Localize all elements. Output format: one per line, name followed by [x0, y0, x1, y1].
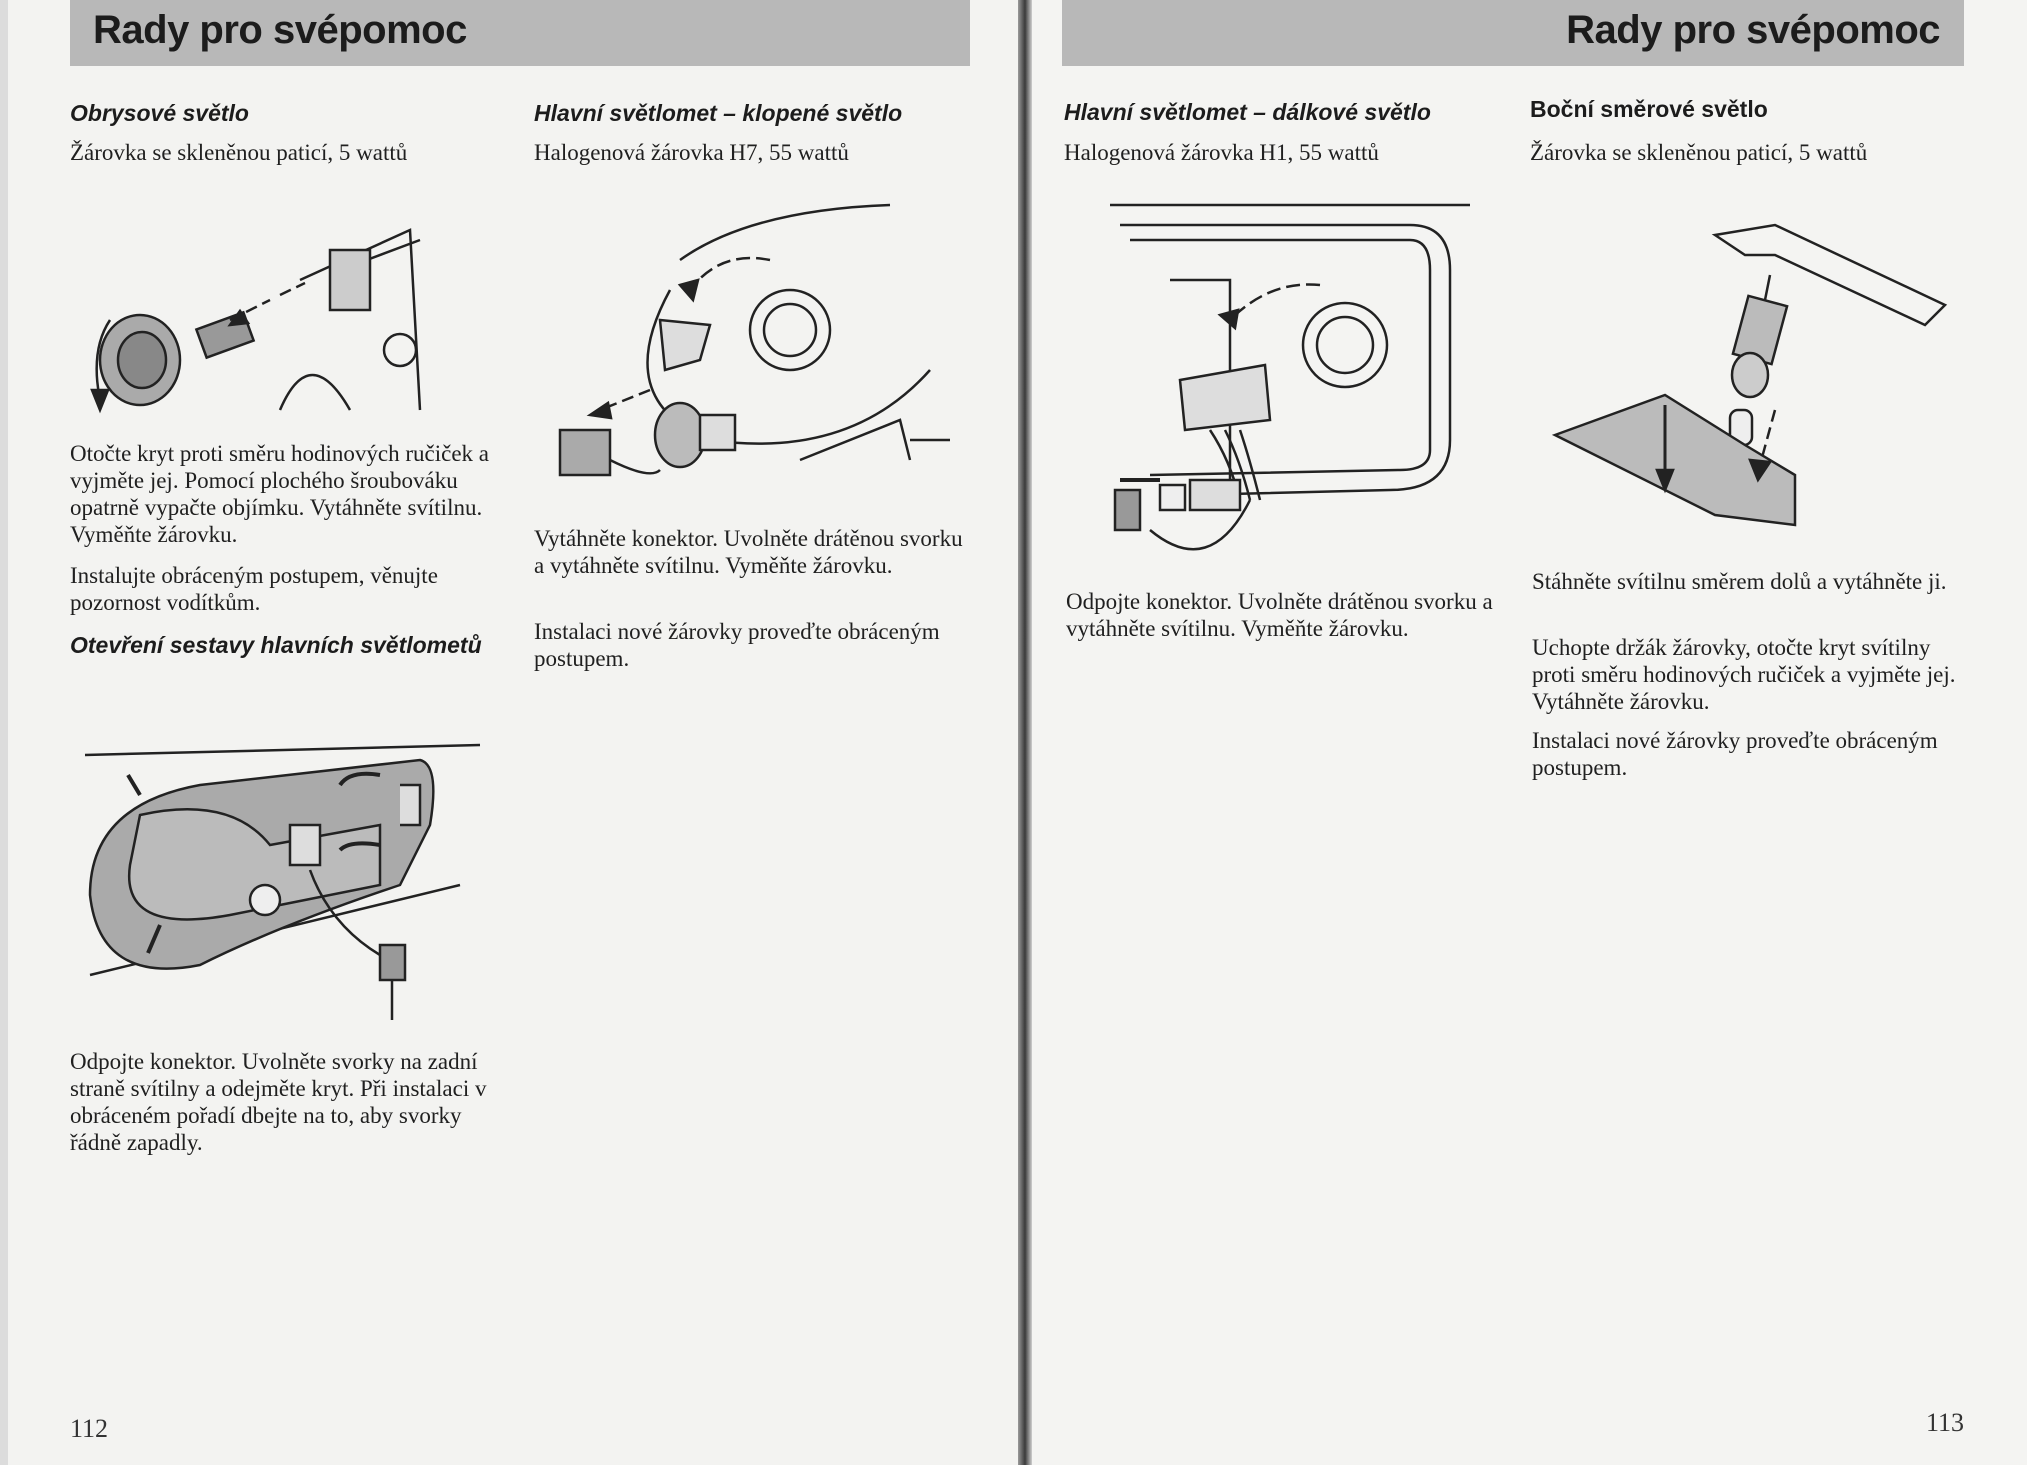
instruction-paragraph: Instalujte obráceným postupem, věnujte p…: [70, 563, 438, 615]
side-indicator-illustration: [1545, 215, 1955, 545]
headlamp-assembly-illustration: [80, 725, 490, 1025]
instruction-paragraph: Instalaci nové žárovky proveďte obrácený…: [1532, 728, 1938, 780]
instruction-paragraph: Stáhněte svítilnu směrem dolů a vytáhnět…: [1532, 569, 1947, 594]
instruction-paragraph: Uchopte držák žárovky, otočte kryt svíti…: [1532, 635, 1956, 714]
instruction-paragraph: Odpojte konektor. Uvolněte drátěnou svor…: [1066, 589, 1493, 641]
section-heading-klopene-svetlo: Hlavní světlomet – klopené světlo: [534, 100, 903, 126]
section-heading-dalkove-svetlo: Hlavní světlomet – dálkové světlo: [1064, 99, 1431, 125]
page-header-title: Rady pro svépomoc: [93, 8, 467, 52]
right-page-header: Rady pro svépomoc: [1062, 0, 1964, 66]
section-heading-bocni-smerove-svetlo: Boční směrové světlo: [1530, 96, 1768, 122]
page-header-title: Rady pro svépomoc: [1566, 8, 1940, 52]
left-page-header: Rady pro svépomoc: [70, 0, 970, 66]
page-number: 113: [1926, 1408, 1965, 1437]
low-beam-illustration: [550, 200, 960, 510]
page-number: 112: [70, 1414, 109, 1443]
parking-light-illustration: [80, 210, 500, 425]
bulb-spec: Halogenová žárovka H1, 55 wattů: [1064, 140, 1379, 165]
bulb-spec: Žárovka se skleněnou paticí, 5 wattů: [70, 140, 408, 165]
instruction-paragraph: Odpojte konektor. Uvolněte svorky na zad…: [70, 1049, 487, 1155]
bulb-spec: Žárovka se skleněnou paticí, 5 wattů: [1530, 140, 1868, 165]
instruction-paragraph: Instalaci nové žárovky proveďte obrácený…: [534, 619, 940, 671]
high-beam-illustration: [1090, 200, 1480, 570]
bulb-spec: Halogenová žárovka H7, 55 wattů: [534, 140, 849, 165]
book-spine: [1018, 0, 1032, 1465]
instruction-paragraph: Otočte kryt proti směru hodinových ručič…: [70, 441, 489, 547]
right-page: [1030, 0, 2027, 1465]
left-page: [8, 0, 1018, 1465]
instruction-paragraph: Vytáhněte konektor. Uvolněte drátěnou sv…: [534, 526, 963, 578]
section-heading-oteveni-sestavy: Otevření sestavy hlavních světlometů: [70, 632, 482, 658]
section-heading-obrysove-svetlo: Obrysové světlo: [70, 100, 249, 126]
